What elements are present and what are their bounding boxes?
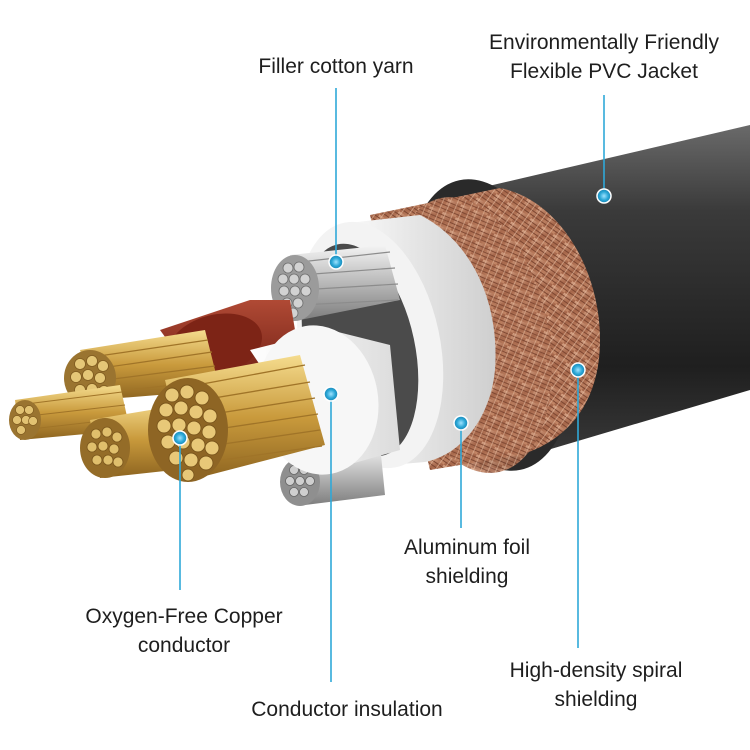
filler-bundle — [271, 245, 400, 321]
label-filler-cotton-yarn: Filler cotton yarn — [226, 52, 446, 81]
label-spiral-line1: High-density spiral — [509, 659, 683, 682]
dot-foil — [453, 415, 469, 431]
label-jacket-line1: Environmentally Friendly — [489, 31, 719, 54]
label-pvc-jacket: Environmentally Friendly Flexible PVC Ja… — [458, 28, 750, 86]
label-foil-line1: Aluminum foil — [403, 536, 531, 559]
label-aluminum-foil: Aluminum foil shielding — [372, 533, 562, 591]
label-filler-line1: Filler cotton yarn — [258, 55, 414, 78]
label-spiral-shielding: High-density spiral shielding — [460, 656, 732, 714]
label-jacket-line2: Flexible PVC Jacket — [510, 60, 698, 83]
label-oxygen-free-copper: Oxygen-Free Copper conductor — [48, 602, 320, 660]
dot-copper — [172, 430, 188, 446]
dot-filler — [328, 254, 344, 270]
copper-bundle-front — [148, 355, 325, 482]
label-copper-line1: Oxygen-Free Copper — [85, 605, 283, 628]
label-insulation-line1: Conductor insulation — [251, 698, 443, 721]
label-conductor-insulation: Conductor insulation — [216, 695, 478, 724]
leader-lines — [179, 88, 605, 682]
dot-spiral — [570, 362, 586, 378]
dot-jacket — [596, 188, 612, 204]
dot-insulation — [323, 386, 339, 402]
label-foil-line2: shielding — [425, 565, 509, 588]
label-spiral-line2: shielding — [554, 688, 638, 711]
label-copper-line2: conductor — [137, 634, 231, 657]
callout-dots — [172, 188, 612, 446]
